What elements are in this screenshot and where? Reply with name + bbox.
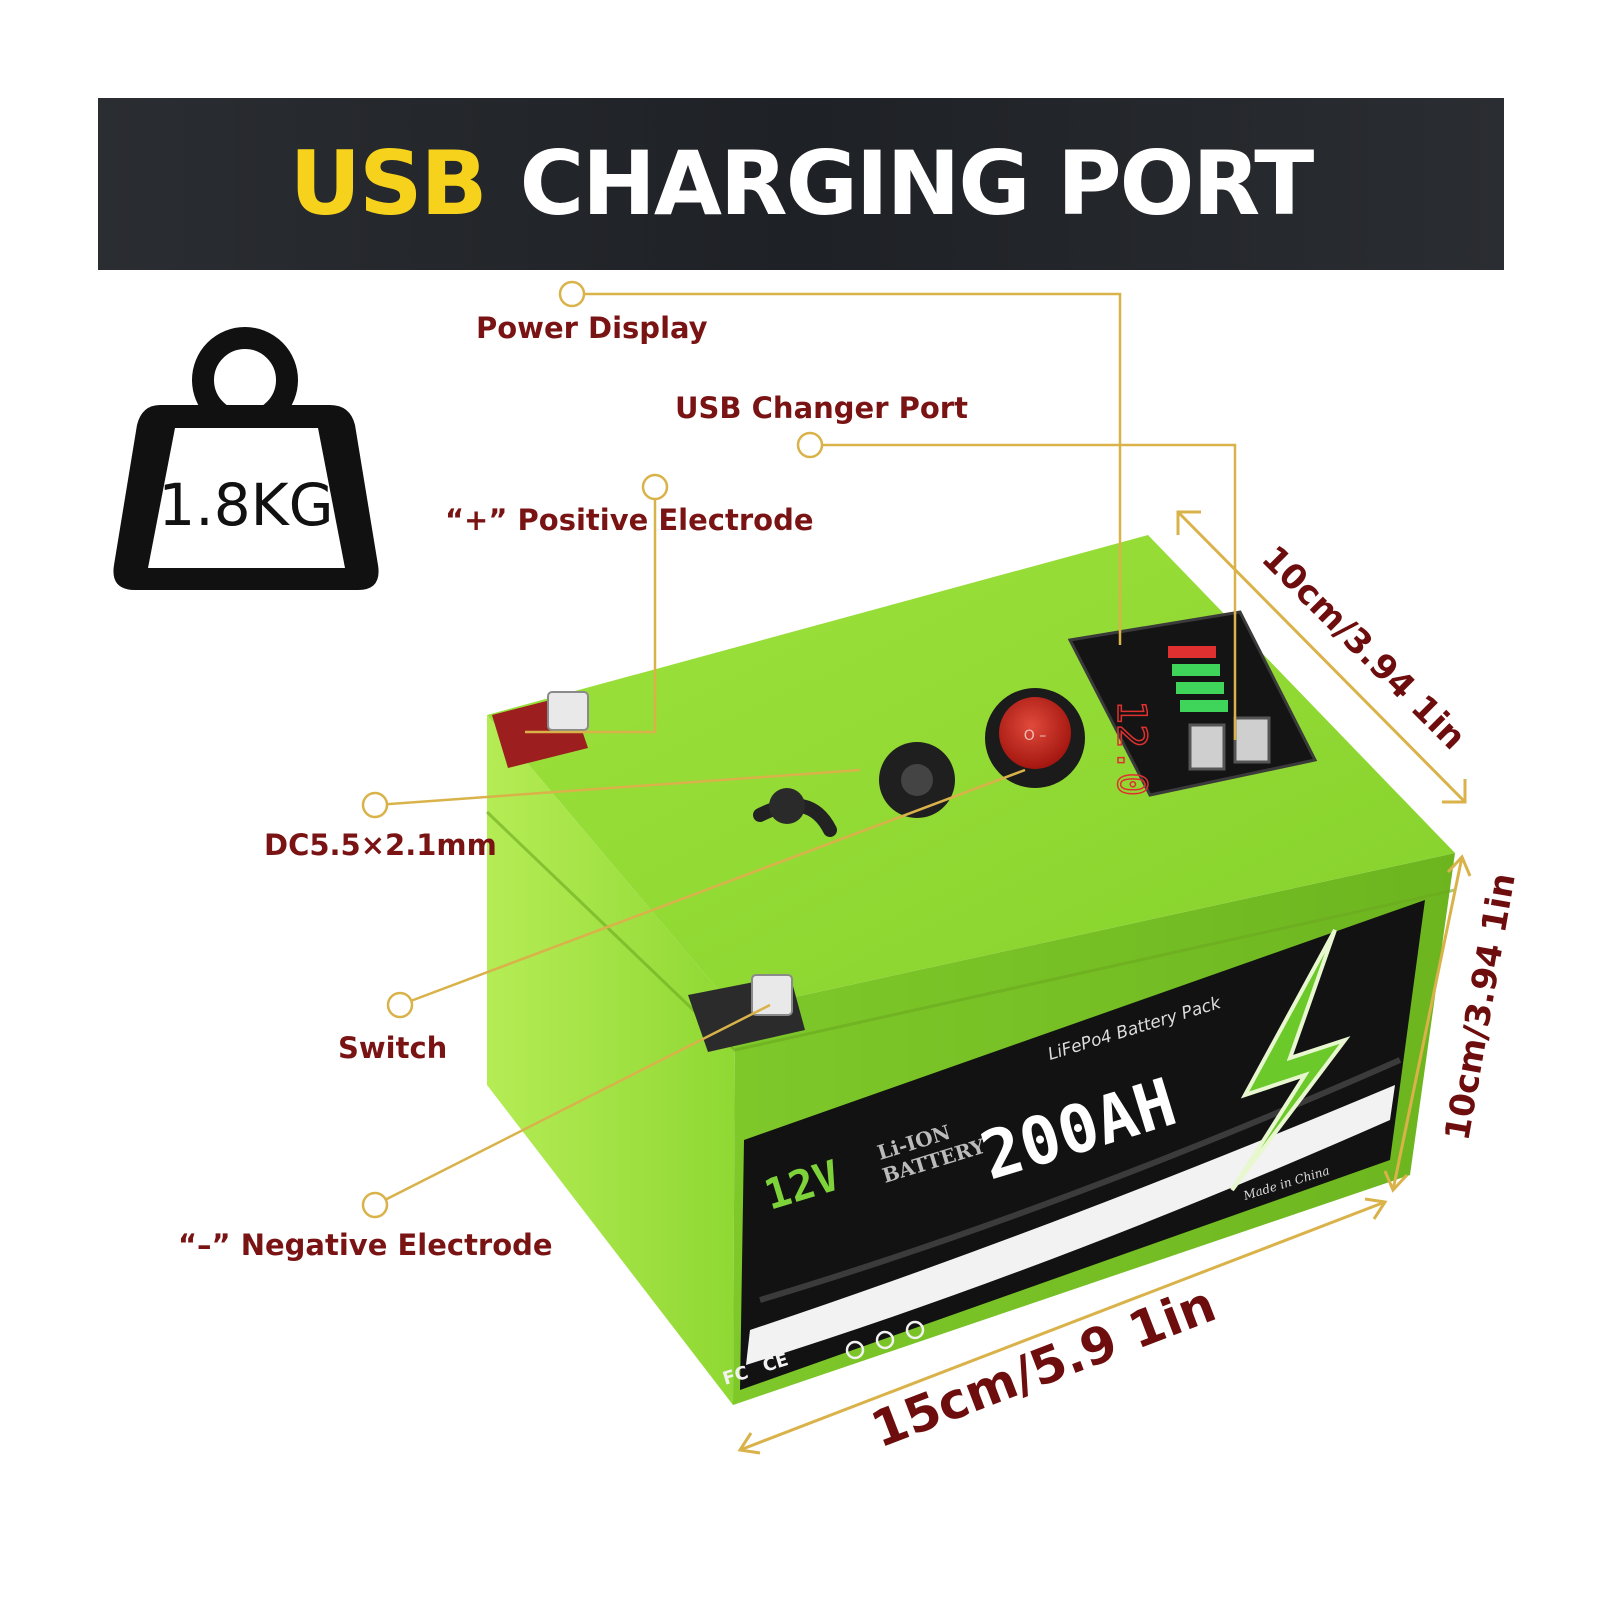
lightning-icon xyxy=(1230,929,1351,1192)
usb-port-2 xyxy=(1233,716,1271,764)
callout-positive: “+” Positive Electrode xyxy=(445,503,814,537)
recycle-icons xyxy=(845,1320,925,1360)
battery: LiFePo4 Battery Pack 12V Li-ION BATTERY … xyxy=(485,535,1456,1405)
svg-text:O –: O – xyxy=(1024,728,1046,744)
callout-dc-jack: DC5.5×2.1mm xyxy=(264,828,497,862)
callout-lines xyxy=(361,280,1237,1219)
usb-port-1 xyxy=(1188,723,1226,771)
display-reading: 12.0 xyxy=(1108,700,1154,796)
callout-usb-port: USB Changer Port xyxy=(675,391,968,425)
weight-value: 1.8KG xyxy=(158,471,333,539)
battery-label xyxy=(740,900,1425,1390)
callout-negative: “–” Negative Electrode xyxy=(178,1228,553,1262)
battery-level-icon xyxy=(1168,646,1228,712)
banner-title: CHARGING PORT xyxy=(519,132,1315,235)
weight-icon: 1.8KG xyxy=(113,327,379,590)
dc-jack xyxy=(753,742,955,837)
banner-highlight: USB xyxy=(289,132,488,235)
dimension-arrows xyxy=(737,510,1472,1455)
callout-power-display: Power Display xyxy=(476,311,708,345)
title-banner: USB CHARGING PORT xyxy=(98,98,1504,270)
power-switch: O – xyxy=(985,688,1085,788)
callout-switch: Switch xyxy=(338,1031,447,1065)
battery-front xyxy=(487,715,735,1405)
power-display-panel: 12.0 xyxy=(1067,610,1318,797)
